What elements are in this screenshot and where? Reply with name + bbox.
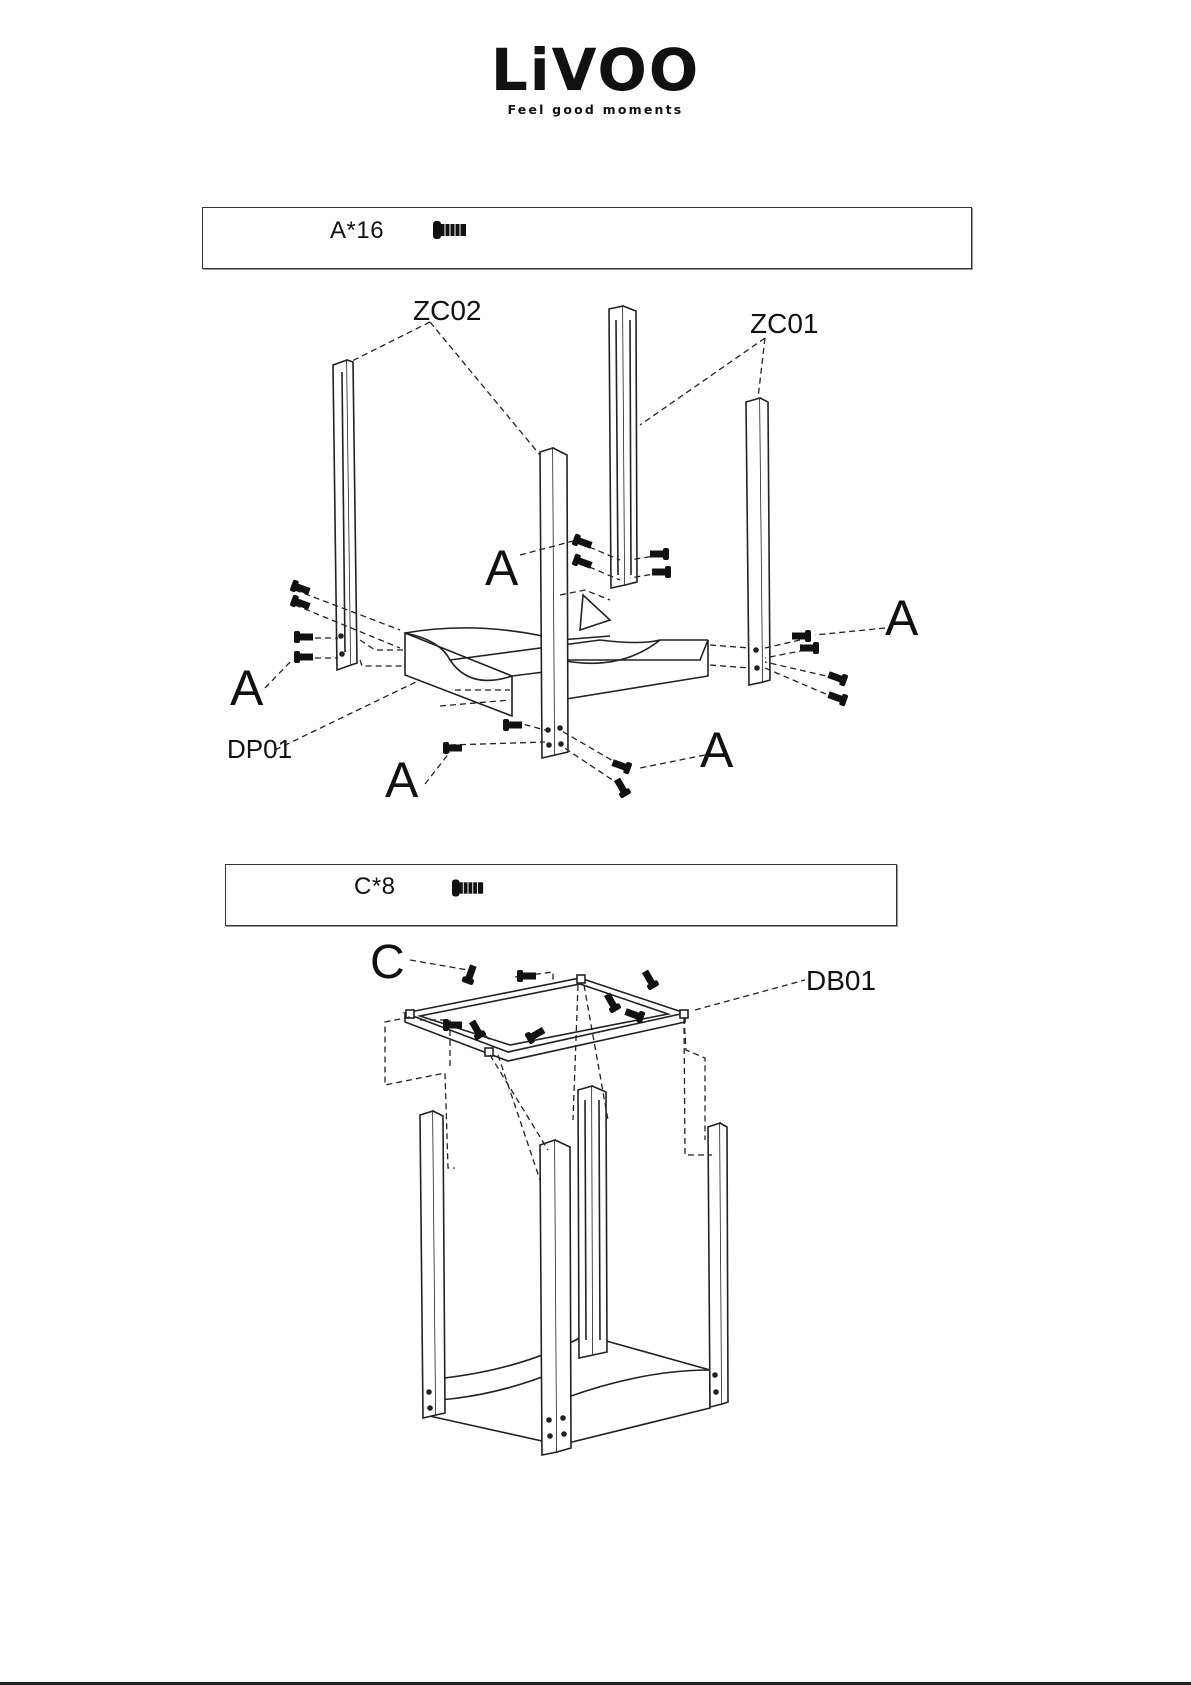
label-zc02: ZC02	[413, 295, 481, 326]
label-a: A	[885, 590, 919, 646]
leg-left	[420, 1111, 445, 1418]
step2-diagram: C DB01	[370, 936, 876, 1455]
label-db01: DB01	[806, 965, 876, 996]
leg-right	[708, 1123, 728, 1407]
label-a: A	[485, 540, 519, 596]
label-a: A	[385, 752, 419, 808]
step1-leader-lines	[265, 322, 885, 785]
step2-labels: C DB01	[370, 936, 876, 996]
leg-front	[540, 1140, 571, 1455]
label-zc01: ZC01	[750, 308, 818, 339]
leg-zc02-left	[333, 360, 357, 670]
leg-zc01-right	[746, 398, 770, 685]
top-frame-db01	[405, 975, 688, 1061]
label-dp01: DP01	[227, 734, 292, 764]
label-c: C	[370, 936, 405, 989]
leg-back	[578, 1086, 607, 1358]
step1-diagram: ZC02 ZC01 DP01 A A A A A	[227, 295, 919, 808]
label-a: A	[230, 660, 264, 716]
step1-labels: ZC02 ZC01 DP01 A A A A A	[227, 295, 919, 808]
leg-zc01-back	[609, 306, 637, 588]
leg-zc02-front	[540, 448, 568, 758]
label-a: A	[700, 722, 734, 778]
